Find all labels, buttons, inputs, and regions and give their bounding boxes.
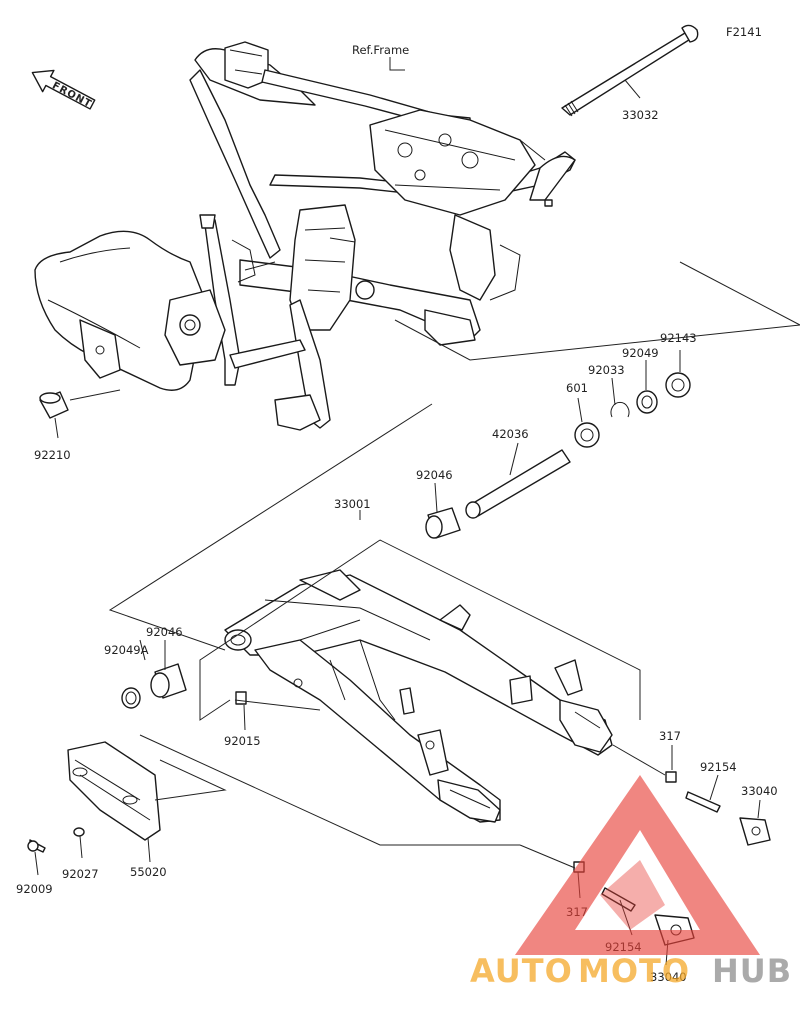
label-92049: 92049 xyxy=(622,346,659,360)
automotohub-watermark: AUTO MOTO HUB xyxy=(470,775,792,990)
label-92009: 92009 xyxy=(16,882,53,896)
label-92015: 92015 xyxy=(224,734,261,748)
figure-code: F2141 xyxy=(726,25,762,39)
small-parts xyxy=(27,24,771,946)
label-33040-right: 33040 xyxy=(741,784,778,798)
label-33032: 33032 xyxy=(622,108,659,122)
leader-lines xyxy=(34,57,800,966)
front-arrow: FRONT xyxy=(31,69,96,110)
ref-frame-label: Ref.Frame xyxy=(352,43,409,57)
label-92210: 92210 xyxy=(34,448,71,462)
swingarm-drawing xyxy=(224,569,613,823)
label-317-right: 317 xyxy=(659,729,681,743)
watermark-auto: AUTO xyxy=(470,952,573,990)
label-92027: 92027 xyxy=(62,867,99,881)
label-92143: 92143 xyxy=(660,331,697,345)
label-42036: 42036 xyxy=(492,427,529,441)
label-92046-left: 92046 xyxy=(146,625,183,639)
label-33040-bottom: 33040 xyxy=(650,970,687,984)
label-33001: 33001 xyxy=(334,497,371,511)
watermark-triangle-logo xyxy=(515,775,760,955)
label-92049A: 92049A xyxy=(104,643,149,657)
label-92154-right: 92154 xyxy=(700,760,737,774)
label-92033: 92033 xyxy=(588,363,625,377)
label-55020: 55020 xyxy=(130,865,167,879)
watermark-moto: MOTO xyxy=(578,952,690,990)
watermark-hub: HUB xyxy=(712,952,792,990)
label-92046-top: 92046 xyxy=(416,468,453,482)
part-labels: F2141 Ref.Frame 33032 92143 92049 92033 … xyxy=(16,25,778,984)
label-601: 601 xyxy=(566,381,588,395)
frame-drawing xyxy=(34,41,576,431)
